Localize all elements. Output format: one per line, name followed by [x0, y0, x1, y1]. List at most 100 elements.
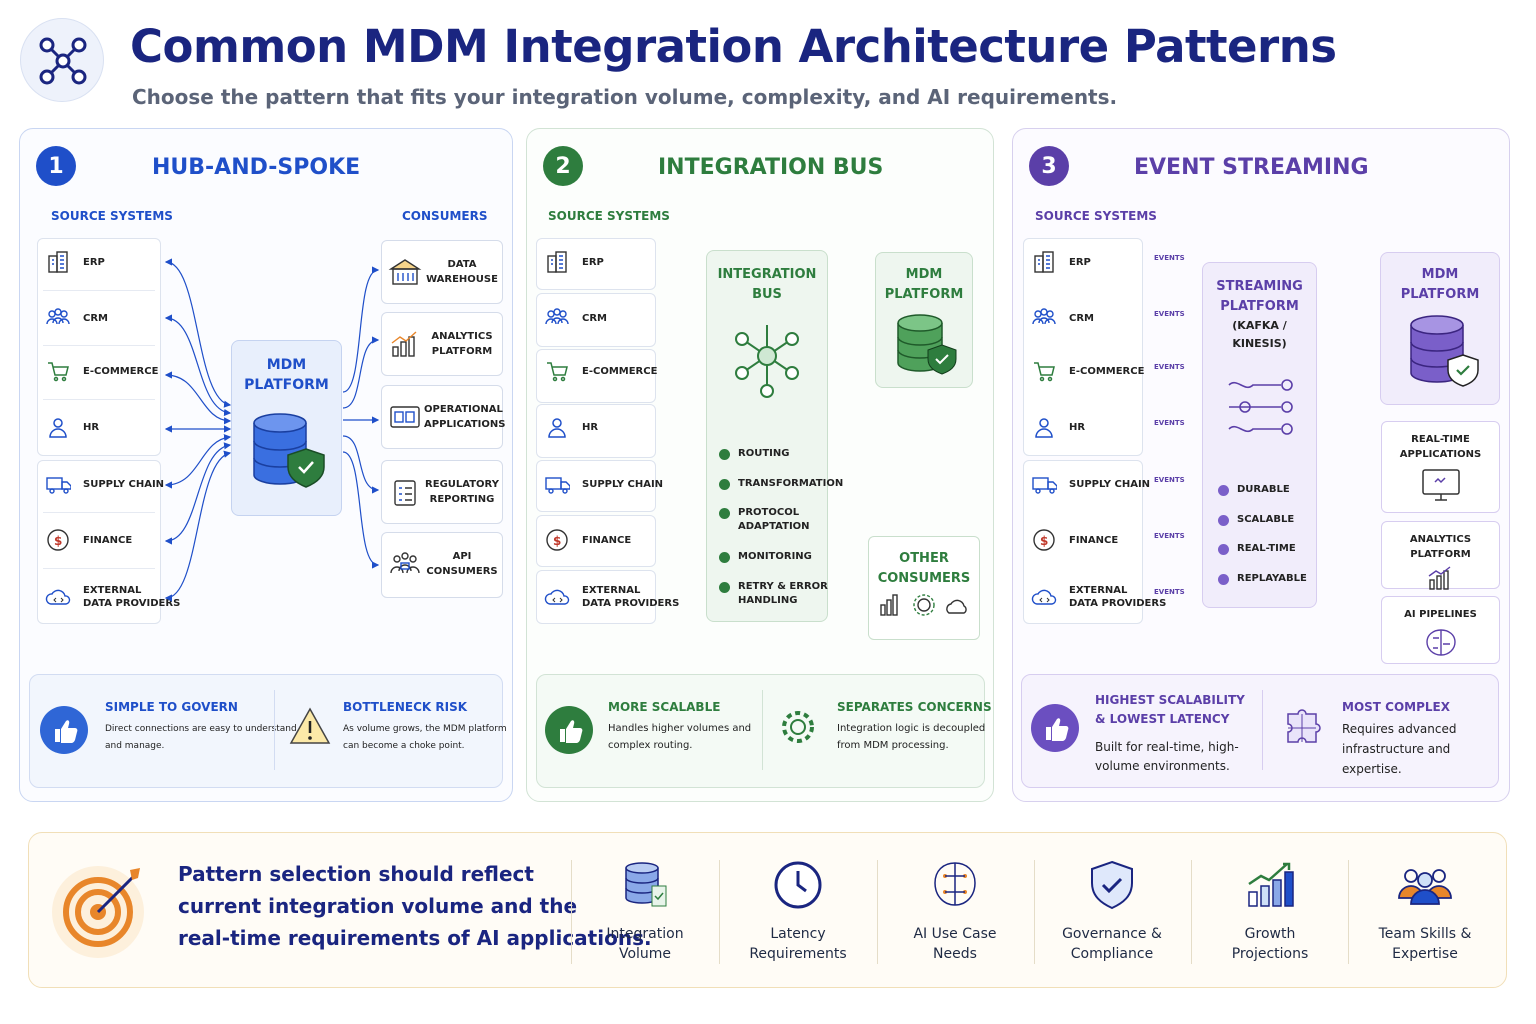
guidance-line-3: real-time requirements of AI application… — [178, 926, 652, 950]
criterion-label-line: Compliance — [1070, 946, 1154, 962]
source-system-item: CRM — [45, 306, 108, 330]
consumer-label-line: APPLICATIONS — [1399, 449, 1482, 460]
consumer-icon — [1382, 466, 1499, 508]
consumer-label-line: REGULATORY — [425, 479, 499, 490]
source-system-icon — [45, 250, 71, 274]
source-system-item: HR — [45, 415, 99, 439]
divider — [274, 690, 275, 770]
source-system-label: ERP — [83, 256, 105, 269]
integration-bus-box: INTEGRATION BUS — [706, 250, 828, 622]
mdm-label-2: PLATFORM — [1400, 287, 1480, 302]
database-shield-icon — [897, 314, 957, 375]
consumer-icon — [1382, 566, 1499, 596]
source-system-item: CRM — [544, 306, 607, 330]
source-system-label-line: CRM — [1069, 312, 1094, 324]
stream-feature-item: REPLAYABLE — [1218, 572, 1307, 586]
divider — [43, 344, 155, 346]
streaming-platform-box: STREAMING PLATFORM (KAFKA / KINESIS) — [1202, 262, 1317, 608]
database-shield-icon — [252, 413, 325, 488]
thumbs-up-icon — [1031, 704, 1079, 752]
criterion-label-line: Needs — [933, 946, 977, 962]
source-system-icon — [1031, 306, 1057, 330]
p2-con-text-1: Integration logic is decoupled — [837, 723, 986, 734]
event-label: EVENTS — [1154, 588, 1185, 596]
consumer-label: AI PIPELINES — [1382, 607, 1499, 622]
source-list-group — [536, 293, 656, 347]
source-system-item: ERP — [45, 250, 105, 274]
pattern-title: EVENT STREAMING — [1134, 155, 1369, 180]
stream-flow-icon — [1227, 379, 1293, 435]
bus-feature-label: MONITORING — [738, 550, 812, 564]
event-label: EVENTS — [1154, 476, 1185, 484]
source-system-icon — [45, 359, 71, 383]
consumer-icon — [1382, 626, 1499, 664]
other-label-1: OTHER — [899, 551, 949, 566]
p2-pro-title: MORE SCALABLE — [608, 700, 721, 714]
p2-tradeoffs — [536, 674, 985, 788]
source-system-label: HR — [582, 421, 598, 434]
pattern-title: INTEGRATION BUS — [658, 155, 884, 180]
thumbs-up-icon — [545, 706, 593, 754]
check-icon — [1218, 544, 1229, 555]
check-icon — [719, 479, 730, 490]
event-label: EVENTS — [1154, 254, 1185, 262]
source-system-label-line: E-COMMERCE — [83, 365, 159, 377]
divider — [43, 568, 155, 569]
criterion-item: Team Skills &Expertise — [1350, 858, 1500, 964]
consumer-label: REAL-TIME APPLICATIONS — [1382, 432, 1499, 462]
source-system-icon — [544, 359, 570, 383]
p3-pro-text-1: Built for real-time, high- — [1095, 740, 1239, 754]
source-system-label: E-COMMERCE — [582, 365, 657, 378]
stream-feature-label: DURABLE — [1237, 484, 1290, 495]
source-system-label-line: DATA PROVIDERS — [83, 598, 181, 609]
bus-label-2: BUS — [752, 287, 782, 302]
source-system-item: E-COMMERCE — [45, 359, 158, 383]
pattern-number-badge: 1 — [36, 146, 76, 186]
event-label: EVENTS — [1154, 363, 1185, 371]
source-system-label-line: CRM — [582, 312, 607, 324]
criterion-label-line: Governance & — [1062, 926, 1162, 942]
check-icon — [1218, 574, 1229, 585]
source-system-label: SUPPLY CHAIN — [1069, 478, 1150, 491]
source-system-label: ERP — [1069, 256, 1091, 269]
source-system-label-line: ERP — [582, 256, 604, 268]
stream-label-2: PLATFORM — [1220, 299, 1299, 314]
mdm-label-1: MDM — [905, 267, 943, 282]
divider — [719, 860, 720, 964]
source-systems-label: SOURCE SYSTEMS — [1035, 209, 1157, 223]
consumer-box: AI PIPELINES — [1381, 596, 1500, 664]
check-icon — [719, 582, 730, 593]
source-system-label-line: HR — [1069, 421, 1086, 433]
consumer-icon — [388, 477, 422, 511]
consumer-label-line: APPLICATIONS — [424, 419, 506, 430]
source-system-item: $FINANCE — [544, 528, 631, 552]
source-list-group — [1023, 460, 1143, 624]
consumer-label-line: REAL-TIME — [1411, 434, 1470, 445]
source-system-label-line: FINANCE — [83, 534, 133, 546]
consumer-label-line: REPORTING — [429, 494, 495, 505]
bus-feature-label-line: TRANSFORMATION — [738, 478, 844, 489]
target-icon — [50, 860, 150, 964]
source-system-label-line: HR — [83, 421, 100, 433]
source-system-icon — [45, 415, 71, 439]
source-system-icon: $ — [544, 528, 570, 552]
criterion-label-line: Volume — [618, 946, 672, 962]
criterion-label-line: Latency — [770, 926, 826, 942]
p2-pro-text-1: Handles higher volumes and — [608, 723, 752, 734]
criterion-item: Governance & Compliance — [1037, 858, 1187, 964]
svg-text:$: $ — [54, 534, 62, 548]
